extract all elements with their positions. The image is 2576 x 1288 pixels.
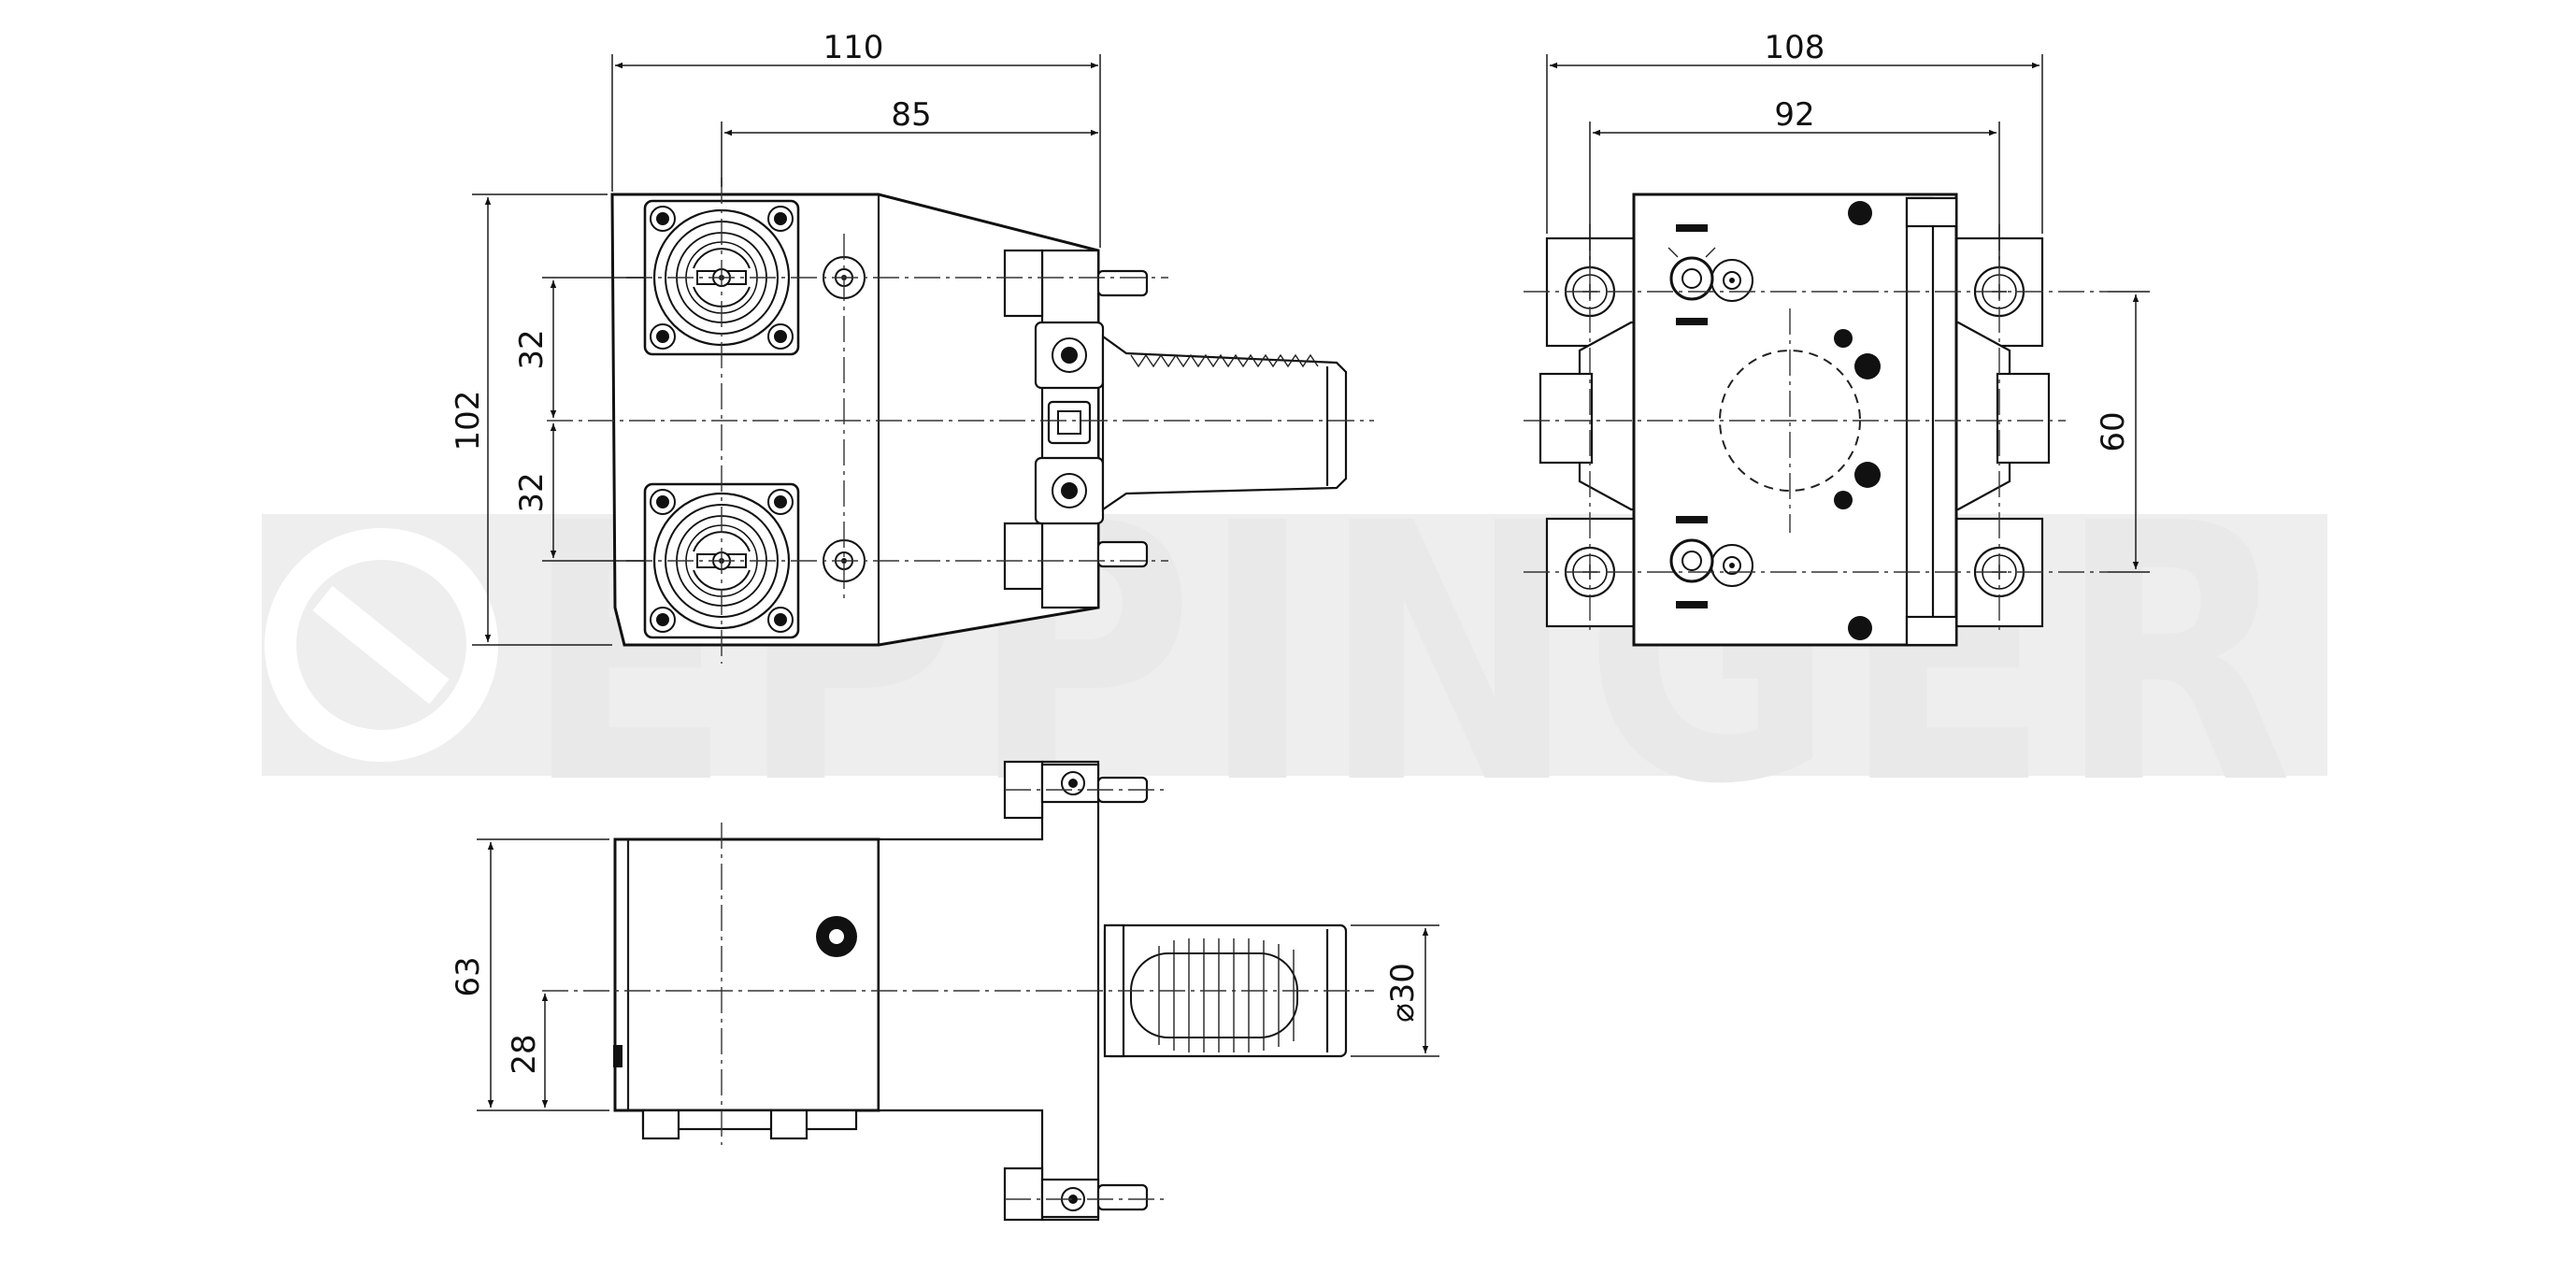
dim-lower-offset: 32 bbox=[513, 472, 551, 512]
dim-front-width: 110 bbox=[823, 29, 884, 66]
dim-upper-offset: 32 bbox=[513, 329, 551, 369]
dim-side-height: 60 bbox=[2095, 411, 2132, 451]
eppinger-logo: EPPINGER bbox=[262, 448, 2327, 862]
dim-top-axis-height: 28 bbox=[506, 1034, 543, 1074]
dim-side-hole-spacing: 92 bbox=[1774, 96, 1814, 134]
front-view bbox=[547, 178, 1374, 664]
shank-serration-icon bbox=[1130, 938, 1298, 1052]
dim-top-height: 63 bbox=[450, 956, 487, 996]
coolant-valve-upper-icon bbox=[1667, 224, 1716, 325]
top-view bbox=[542, 760, 1374, 1222]
dim-shank-diameter: ⌀30 bbox=[1384, 963, 1422, 1023]
dim-front-axis-to-mount: 85 bbox=[891, 96, 931, 134]
coolant-valve-lower-icon bbox=[1669, 516, 1714, 608]
front-view-dimensions: 110 85 102 32 32 bbox=[450, 29, 1101, 646]
side-view bbox=[1524, 193, 2108, 647]
top-view-dimensions: 63 28 ⌀30 bbox=[450, 838, 1439, 1111]
dim-side-width: 108 bbox=[1765, 29, 1825, 66]
side-view-dimensions: 108 92 60 bbox=[1546, 29, 2150, 573]
dim-front-height: 102 bbox=[450, 391, 487, 451]
